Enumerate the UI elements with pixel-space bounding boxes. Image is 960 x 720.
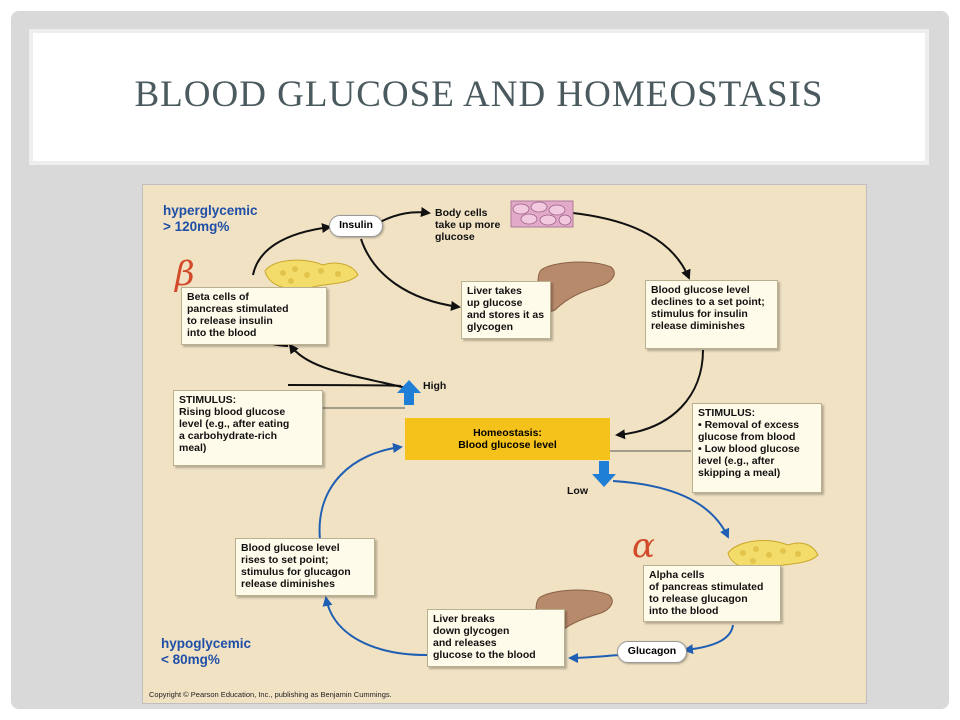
arrow-beta-to-insulin [252, 223, 332, 276]
high-arrow-icon [397, 380, 421, 405]
liver-breaks-box: Liver breaks down glycogen and releases … [427, 609, 565, 667]
low-label: Low [567, 485, 588, 497]
arrow-high-to-beta [288, 343, 407, 389]
homeostasis-title: Homeostasis: [473, 427, 542, 439]
slide-title: BLOOD GLUCOSE AND HOMEOSTASIS [134, 74, 824, 115]
declines-box: Blood glucose level declines to a set po… [645, 280, 778, 349]
arrow-rises-to-homeostasis [318, 443, 403, 541]
arrow-insulin-to-liver [360, 238, 461, 311]
rises-box: Blood glucose level rises to set point; … [235, 538, 375, 596]
arrow-glucagon-to-liver [568, 652, 620, 663]
copyright-text: Copyright © Pearson Education, Inc., pub… [149, 690, 392, 699]
body-cells-text: Body cells take up more glucose [435, 207, 501, 243]
arrow-alpha-to-glucagon [683, 624, 734, 655]
title-box: BLOOD GLUCOSE AND HOMEOSTASIS [29, 29, 929, 165]
alpha-cells-box: Alpha cells of pancreas stimulated to re… [643, 565, 781, 622]
homeostasis-box: Homeostasis: Blood glucose level [405, 418, 610, 460]
arrow-declines-to-homeostasis [615, 349, 704, 440]
alpha-symbol: α [632, 526, 655, 566]
arrow-bodycells-to-declines [572, 212, 691, 280]
arrow-insulin-to-bodycells [379, 207, 431, 223]
stimulus-rising-box: STIMULUS: Rising blood glucose level (e.… [173, 390, 323, 466]
glucose-homeostasis-diagram: hyperglycemic > 120mg% hypoglycemic < 80… [142, 184, 867, 704]
homeostasis-subtitle: Blood glucose level [458, 439, 557, 451]
pancreas-beta-icon [264, 259, 359, 290]
stimulus-removal-box: STIMULUS: • Removal of excess glucose fr… [692, 403, 822, 493]
arrow-high-line [287, 384, 402, 387]
high-label: High [423, 380, 447, 392]
hypoglycemic-label: hypoglycemic < 80mg% [161, 636, 252, 667]
diagram-arrows-layer [246, 200, 819, 663]
hyperglycemic-label: hyperglycemic > 120mg% [163, 203, 258, 234]
low-arrow-icon [592, 461, 616, 487]
body-cells-icon [510, 200, 574, 228]
beta-symbol: β [175, 254, 195, 294]
glucagon-label: Glucagon [617, 641, 687, 663]
arrow-low-to-alpha [612, 480, 730, 539]
beta-cells-box: Beta cells of pancreas stimulated to rel… [181, 287, 327, 345]
arrow-liver-to-rises [322, 596, 428, 656]
insulin-label: Insulin [329, 215, 383, 237]
liver-takes-box: Liver takes up glucose and stores it as … [461, 281, 551, 339]
